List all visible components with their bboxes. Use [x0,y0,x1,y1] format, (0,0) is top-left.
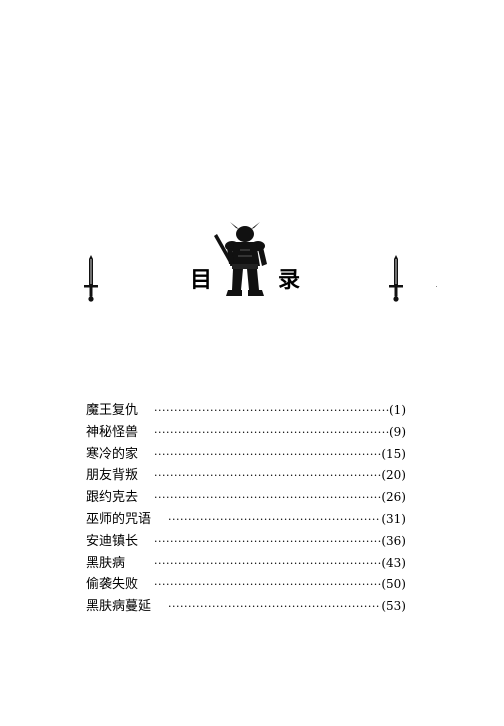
toc-header: 目 录 [0,220,504,310]
toc-leader-dots [154,487,381,509]
toc-entry[interactable]: 神秘怪兽 (9) [86,422,406,444]
toc-entry-page: (15) [381,446,406,461]
warrior-illustration-icon [214,222,267,296]
toc-entry-title: 巫师的咒语 [86,511,152,527]
toc-entry-page: (1) [389,403,406,417]
toc-entry[interactable]: 巫师的咒语 (31) [86,509,406,531]
toc-entry-title: 寒冷的家 [86,446,139,462]
sword-left-icon [84,255,98,302]
toc-entry-title: 跟约克去 [86,490,139,506]
toc-entry-page: (20) [381,468,406,483]
toc-leader-dots [154,531,381,553]
toc-entry-page: (50) [381,577,406,592]
toc-leader-dots [168,509,381,531]
toc-entry-page: (53) [381,599,406,614]
toc-entry[interactable]: 寒冷的家 (15) [86,444,406,466]
toc-entry-title: 神秘怪兽 [86,424,139,440]
toc-entry[interactable]: 黑肤病蔓延 (53) [86,596,406,618]
toc-leader-dots [154,465,381,487]
toc-heading-char-1: 目 [190,268,213,293]
toc-entry-title: 安迪镇长 [86,533,139,549]
toc-leader-dots [154,422,389,444]
toc-entry-title: 黑肤病蔓延 [86,599,152,615]
sword-right-icon [389,255,403,302]
toc-entry-page: (26) [381,490,406,505]
toc-entry-title: 魔王复仇 [86,403,139,418]
toc-entry[interactable]: 偷袭失败 (50) [86,574,406,596]
toc-heading-char-2: 录 [278,268,301,293]
toc-leader-dots [154,553,381,575]
table-of-contents: 魔王复仇 (1) 神秘怪兽 (9) 寒冷的家 (15) 朋友背叛 (20) 跟约… [86,400,406,618]
toc-entry[interactable]: 安迪镇长 (36) [86,531,406,553]
print-speck [436,286,437,287]
toc-entry-page: (31) [381,511,406,526]
toc-leader-dots [154,574,381,596]
toc-entry[interactable]: 朋友背叛 (20) [86,465,406,487]
toc-entry-page: (9) [389,424,406,439]
toc-leader-dots [168,596,381,618]
toc-entry[interactable]: 跟约克去 (26) [86,487,406,509]
toc-entry-page: (43) [381,555,406,570]
toc-entry[interactable]: 黑肤病 (43) [86,553,406,575]
toc-leader-dots [154,444,381,466]
toc-entry-title: 黑肤病 [86,555,126,571]
toc-entry[interactable]: 魔王复仇 (1) [86,400,406,422]
toc-leader-dots [154,400,389,422]
toc-entry-title: 朋友背叛 [86,468,139,484]
toc-entry-title: 偷袭失败 [86,577,139,593]
toc-entry-page: (36) [381,533,406,548]
